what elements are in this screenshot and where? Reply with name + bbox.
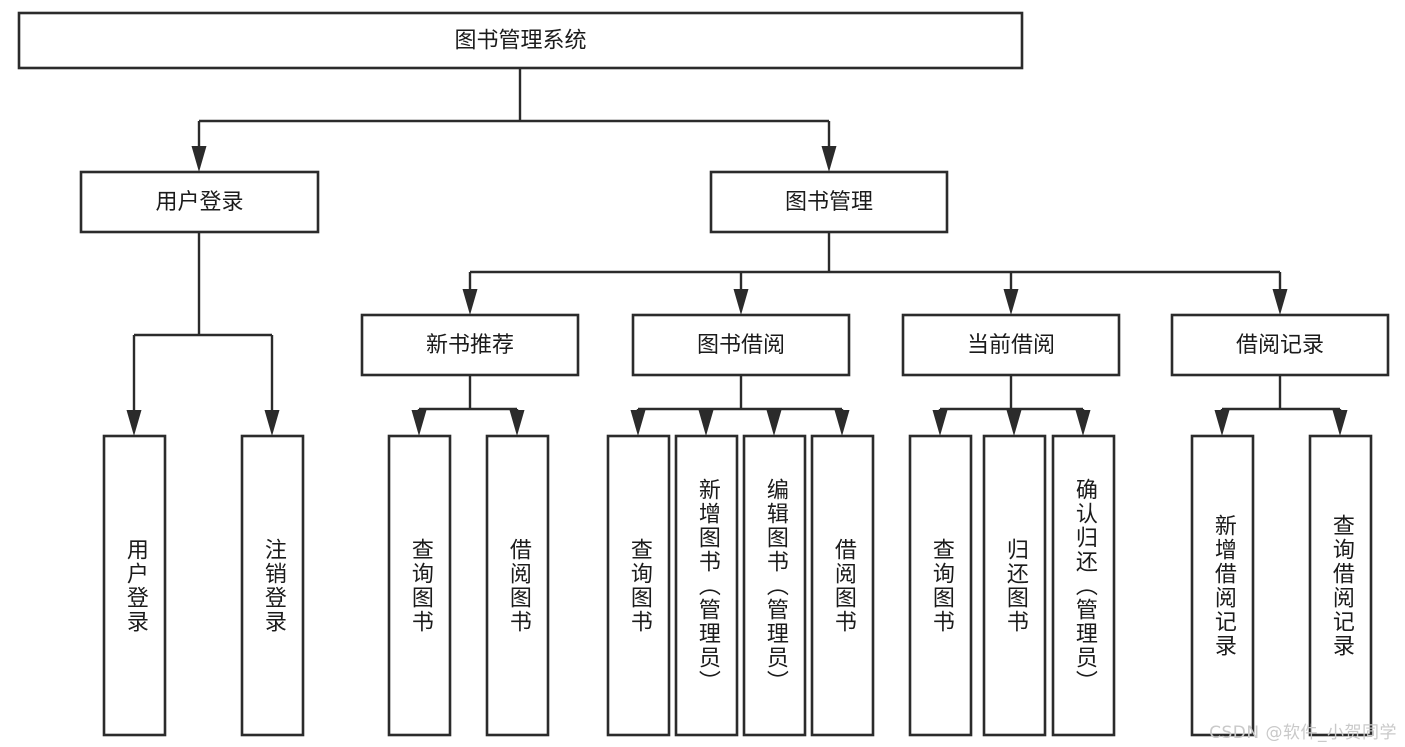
node-box-leaf-borrow-book-bb[interactable] (810, 434, 875, 737)
node-box-leaf-add-book[interactable] (674, 434, 739, 737)
node-box-root[interactable] (17, 11, 1024, 70)
borrow-record-drop-1-arrowhead (1332, 410, 1348, 436)
node-box-leaf-edit-book[interactable] (742, 434, 807, 737)
book-borrow-drop-3-arrowhead (834, 410, 850, 436)
node-box-leaf-confirm-return[interactable] (1051, 434, 1116, 737)
user-login-drop-0-arrowhead (126, 410, 142, 436)
node-label-book-borrow: 图书借阅 (697, 333, 785, 358)
book-manage-drop-3-arrowhead (1272, 289, 1288, 315)
user-login-drop-1-arrowhead (264, 410, 280, 436)
node-box-leaf-user-login[interactable] (102, 434, 167, 737)
book-manage-drop-2-arrowhead (1003, 289, 1019, 315)
node-box-leaf-query-book-cb[interactable] (908, 434, 973, 737)
node-label-new-book-rec: 新书推荐 (426, 333, 514, 358)
connectors-layer (126, 68, 1348, 436)
book-borrow-drop-1-arrowhead (698, 410, 714, 436)
current-borrow-drop-1-arrowhead (1006, 410, 1022, 436)
node-label-root: 图书管理系统 (454, 29, 586, 54)
root-drop-1-arrowhead (821, 146, 837, 172)
node-box-user-login[interactable] (79, 170, 320, 234)
node-label-book-manage: 图书管理 (785, 190, 873, 215)
node-label-borrow-record: 借阅记录 (1236, 333, 1324, 358)
book-borrow-drop-2-arrowhead (766, 410, 782, 436)
borrow-record-drop-0-arrowhead (1214, 410, 1230, 436)
node-box-book-borrow[interactable] (631, 313, 851, 377)
current-borrow-drop-2-arrowhead (1075, 410, 1091, 436)
node-box-leaf-logout[interactable] (240, 434, 305, 737)
node-box-new-book-rec[interactable] (360, 313, 580, 377)
book-borrow-drop-0-arrowhead (630, 410, 646, 436)
node-box-leaf-return-book[interactable] (982, 434, 1047, 737)
current-borrow-drop-0-arrowhead (932, 410, 948, 436)
node-box-borrow-record[interactable] (1170, 313, 1390, 377)
root-drop-0-arrowhead (191, 146, 207, 172)
node-box-current-borrow[interactable] (901, 313, 1121, 377)
node-box-leaf-query-book-bb[interactable] (606, 434, 671, 737)
node-box-leaf-query-book-rec[interactable] (387, 434, 452, 737)
node-box-leaf-add-record[interactable] (1190, 434, 1255, 737)
node-label-current-borrow: 当前借阅 (967, 333, 1055, 358)
csdn-watermark: CSDN @软件_小贺同学 (1209, 723, 1397, 743)
node-box-book-manage[interactable] (709, 170, 949, 234)
new-book-rec-drop-0-arrowhead (411, 410, 427, 436)
new-book-rec-drop-1-arrowhead (509, 410, 525, 436)
book-manage-drop-1-arrowhead (733, 289, 749, 315)
node-label-user-login: 用户登录 (155, 190, 243, 215)
book-manage-drop-0-arrowhead (462, 289, 478, 315)
node-box-leaf-query-record[interactable] (1308, 434, 1373, 737)
node-box-leaf-borrow-book-rec[interactable] (485, 434, 550, 737)
boxes-layer (17, 11, 1390, 737)
